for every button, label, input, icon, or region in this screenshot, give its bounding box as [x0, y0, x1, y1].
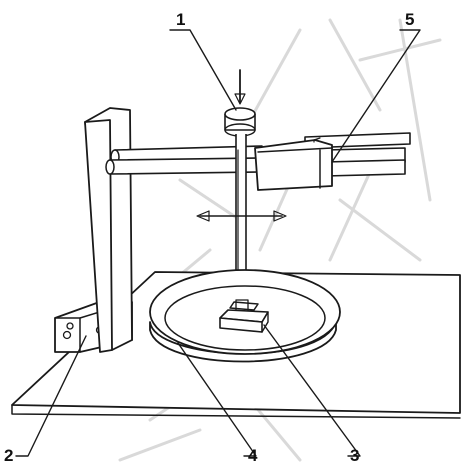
- callout-2: 2: [4, 446, 13, 465]
- bolt-hole: [62, 330, 72, 340]
- callout-labels: 1 5 2 4 3: [4, 10, 414, 465]
- callout-4: 4: [248, 446, 258, 465]
- vertical-stand: [54, 107, 133, 353]
- load-head: [224, 69, 256, 137]
- horizontal-rods: [105, 145, 263, 175]
- callout-1: 1: [176, 10, 185, 29]
- callout-5: 5: [405, 10, 414, 29]
- clamp-block: [254, 132, 411, 191]
- specimen: [219, 299, 269, 333]
- leader-lines: [15, 29, 421, 457]
- motion-arrow: [196, 210, 287, 222]
- callout-3: 3: [350, 446, 359, 465]
- bolt-hole: [66, 322, 74, 330]
